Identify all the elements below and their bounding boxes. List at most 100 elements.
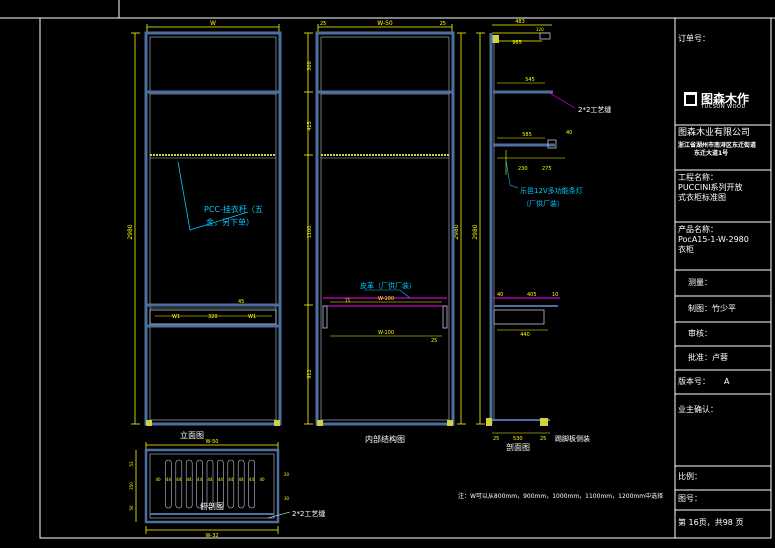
survey-label: 测量： <box>688 278 712 287</box>
front-drawer-dim-3: W1 <box>248 314 256 320</box>
plan-slot <box>175 459 183 509</box>
section-process-note: 2*2工艺缝 <box>578 105 611 114</box>
plan-drawer-slots: 40 44 44 44 44 44 44 44 44 44 40 <box>155 459 265 509</box>
internal-dim-left-3: 912 <box>307 369 313 379</box>
plan-slot <box>165 459 172 509</box>
plan-slot-label: 44 <box>166 477 172 482</box>
plan-dim-left-2: 50 <box>129 505 134 511</box>
front-rod-note-1: PCC-挂衣杆（五 <box>204 204 263 214</box>
section-dim-mid-1: 585 <box>522 132 532 138</box>
section-dim-bottom-2: 25 <box>540 436 546 442</box>
footnote: 注：W可以从800mm，900mm，1000mm，1100mm，1200mm中选… <box>458 492 663 500</box>
section-dim-top-1: 120 <box>536 27 544 32</box>
company-name: 图森木业有限公司 <box>678 128 751 138</box>
owner-confirm-label: 业主确认： <box>678 405 718 414</box>
plan-slot-label: 44 <box>249 477 255 482</box>
svg-text:25: 25 <box>440 21 446 27</box>
front-drawer-dim-1: W1 <box>172 314 180 320</box>
section-base-note: 踢脚板侧装 <box>555 434 590 443</box>
section-dim-mid-4: 275 <box>542 166 552 172</box>
plan-dim-left-1: 350 <box>129 482 134 490</box>
plan-dim-bottom: W-32 <box>206 533 219 539</box>
plan-slot <box>248 459 255 509</box>
plan-slot-label: 44 <box>218 477 224 482</box>
plan-caption: 俯剖图 <box>200 501 224 511</box>
company-address: 浙江省湖州市南浔区东迁街道 东迁大道1号 <box>678 142 757 157</box>
plan-slot <box>185 459 193 509</box>
logo-name-en: TUCSON WOOD <box>701 104 746 110</box>
internal-dim-top: W-50 <box>377 20 393 27</box>
plan-slot <box>196 459 203 509</box>
plan-section-view: W-50 W-32 53 350 50 20 30 40 44 44 44 44 44 44… <box>129 439 325 539</box>
project-name: 工程名称： PUCCINI系列开放 式衣柜标准图 <box>678 173 743 202</box>
section-light-note-2: （厂供厂装） <box>522 199 564 208</box>
section-dim-drawer-3: 440 <box>520 332 530 338</box>
front-caption: 立面图 <box>180 430 204 440</box>
internal-dim-drawer-label: 15 <box>345 298 351 303</box>
internal-dim-drawer-inner: W-100 <box>378 330 394 336</box>
plan-slot-label: 44 <box>228 477 234 482</box>
internal-structure-view: W-50 25 25 300 415 1100 912 2980 W-100 W… <box>304 20 466 444</box>
order-no-label: 订单号： <box>678 34 710 43</box>
plan-slot-label: 44 <box>197 477 203 482</box>
logo-name: 图森木作 <box>701 92 750 106</box>
plan-dim-left-0: 53 <box>129 461 134 467</box>
internal-leather-note: 皮革（厂供厂装） <box>360 281 416 290</box>
section-dim-bottom-0: 25 <box>493 436 499 442</box>
logo-mark-icon <box>684 92 697 106</box>
plan-dim-right-0: 20 <box>284 472 290 477</box>
front-rod-note-2: 金，另下单） <box>206 217 254 227</box>
plan-dim-right-1: 30 <box>284 496 290 501</box>
section-dim-drawer-2: 10 <box>552 292 558 298</box>
version-row: 版本号：A <box>678 377 730 386</box>
internal-dim-drawer-front: W-100 <box>378 296 394 302</box>
section-dim-mid-2: 40 <box>566 130 572 136</box>
drafter-label: 制图：竹少平 <box>688 304 736 313</box>
section-dim-drawer-0: 40 <box>497 292 503 298</box>
front-dim-top: W <box>210 20 216 27</box>
front-drawer-dim-2: 320 <box>208 314 218 320</box>
section-view: 483 120 965 2980 545 2*2工艺缝 585 40 230 2… <box>472 19 611 452</box>
section-dim-mid-0: 545 <box>525 77 535 83</box>
section-caption: 剖面图 <box>506 442 530 452</box>
section-dim-drawer-1: 405 <box>527 292 537 298</box>
front-drawer-dim-0: 45 <box>238 299 244 305</box>
plan-slot <box>206 459 214 509</box>
internal-dim-top-side: 25 <box>320 21 326 27</box>
internal-dim-left-2: 1100 <box>307 226 313 239</box>
internal-dim-drawer-side: 25 <box>431 338 437 344</box>
section-dim-top-2: 965 <box>512 40 522 46</box>
page-number: 第 16页，共98 页 <box>678 518 744 527</box>
plan-slot-label: 44 <box>239 477 245 482</box>
plan-slot-label: 44 <box>176 477 182 482</box>
approver-label: 批准：卢蓉 <box>688 353 728 362</box>
internal-dim-height: 2980 <box>453 224 460 239</box>
section-dim-bottom-1: 530 <box>513 436 523 442</box>
plan-slot-label: 44 <box>207 477 213 482</box>
plan-slot-label: 44 <box>187 477 193 482</box>
plan-process-note: 2*2工艺缝 <box>292 509 325 518</box>
section-dim-mid-3: 230 <box>518 166 528 172</box>
plan-slot-label: 40 <box>259 477 265 482</box>
product-name: 产品名称： PocA15-1-W-2980 衣柜 <box>678 225 749 254</box>
scale-label: 比例： <box>678 472 702 481</box>
section-light-note-1: 乐邑12V多功能条灯 <box>520 186 583 195</box>
internal-dim-left-0: 300 <box>307 61 313 71</box>
plan-slot <box>237 459 245 509</box>
plan-slot <box>227 459 235 509</box>
company-logo: 图森木作 TUCSON WOOD <box>682 90 772 130</box>
drawing-frame <box>39 17 772 539</box>
front-dim-height: 2980 <box>127 224 134 239</box>
plan-slot-label: 40 <box>155 477 161 482</box>
plan-dim-top: W-50 <box>206 439 219 445</box>
plan-slot <box>217 459 224 509</box>
drawing-no-label: 图号： <box>678 494 702 503</box>
reviewer-label: 审核： <box>688 329 712 338</box>
section-dim-top-0: 483 <box>515 19 525 25</box>
title-block-lines <box>675 124 771 511</box>
internal-dim-left-1: 415 <box>307 121 313 131</box>
section-dim-height: 2980 <box>472 224 479 239</box>
internal-caption: 内部结构图 <box>365 434 405 444</box>
front-elevation: W 2980 45 W1 320 W1 PCC-挂衣杆（五 金，另下单） 立面图 <box>127 20 282 440</box>
